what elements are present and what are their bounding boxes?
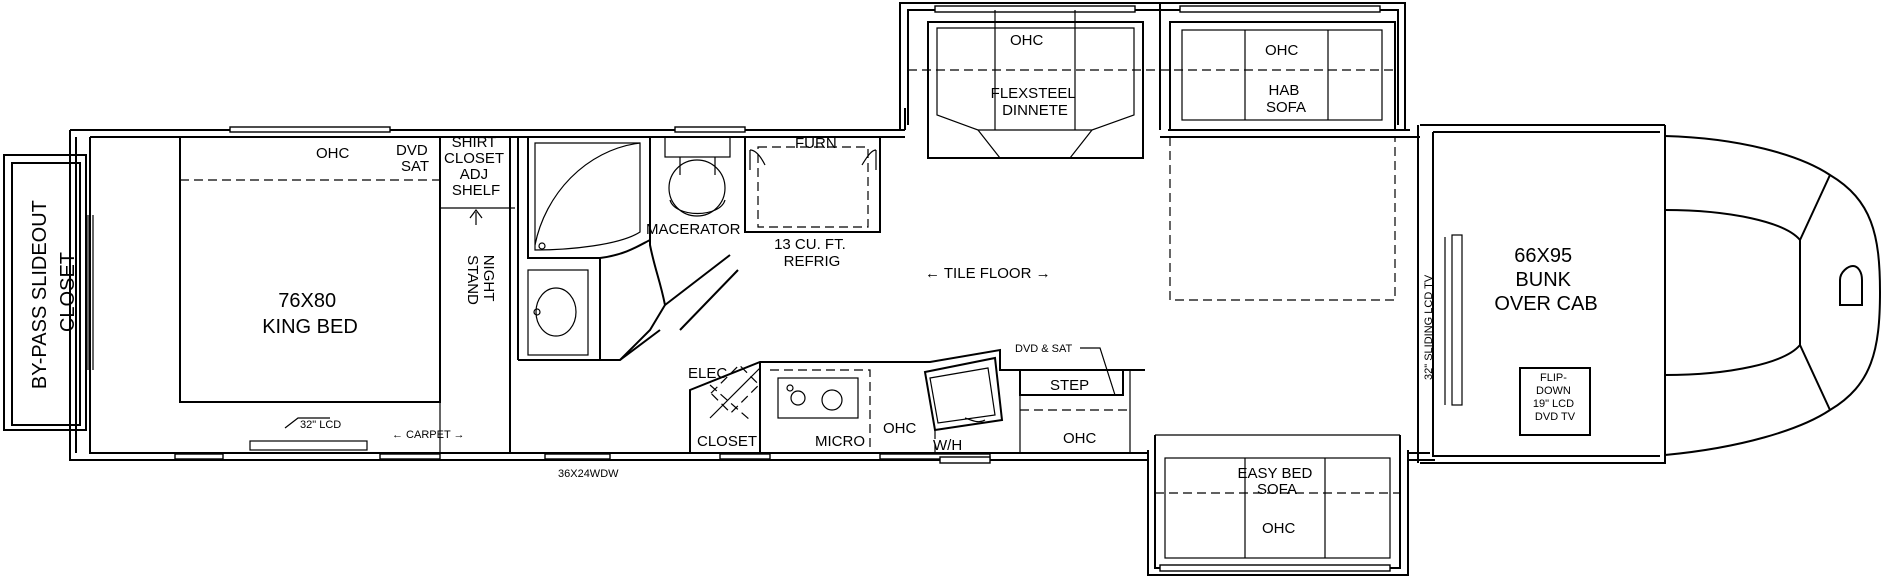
flexsteel-dinnete-label: FLEXSTEEL DINNETE [991, 85, 1080, 119]
refrig-label: 13 CU. FT. REFRIG [774, 236, 850, 270]
kitchen-ohc-label: OHC [883, 420, 917, 437]
bottom-slideout: EASY BED SOFA OHC [1147, 434, 1409, 576]
cab-nose [1444, 135, 1882, 456]
shirt-closet-label: SHIRT CLOSET ADJ SHELF [444, 134, 508, 199]
carpet-label: ← CARPET → [392, 429, 465, 441]
micro-label: MICRO [815, 433, 865, 450]
bypass-slideout: BY-PASS SLIDEOUT CLOSET [3, 137, 94, 453]
dvd-sat-label: DVD SAT [396, 142, 432, 175]
king-bed-label: 76X80 KING BED [262, 290, 358, 338]
night-stand-label: NIGHT STAND [464, 255, 497, 306]
top-slideout: OHC FLEXSTEEL DINNETE OHC HAB SOFA [899, 2, 1406, 301]
dvd-sat-kitchen-label: DVD & SAT [1015, 343, 1073, 355]
ohc-easy-label: OHC [1262, 520, 1296, 537]
elec-label: ELEC [688, 365, 727, 382]
window-dim-label: 36X24WDW [558, 468, 619, 480]
bunk-area: 32" SLIDING LCD TV 66X95 BUNK OVER CAB F… [1423, 245, 1598, 436]
step-label: STEP [1050, 377, 1089, 394]
windows: 36X24WDW [174, 126, 991, 480]
closet-label: CLOSET [697, 433, 757, 450]
step-ohc-label: OHC [1063, 430, 1097, 447]
bunk-label: 66X95 BUNK OVER CAB [1494, 245, 1597, 315]
flip-down-tv-label: FLIP- DOWN 19" LCD DVD TV [1533, 372, 1577, 423]
ohc-dinnete-label: OHC [1010, 32, 1044, 49]
sliding-tv-label: 32" SLIDING LCD TV [1423, 274, 1435, 380]
bathroom: MACERATOR [518, 136, 741, 361]
furn-label: FURN [795, 135, 837, 152]
hab-sofa-label: HAB SOFA [1266, 82, 1306, 116]
bedroom-ohc-label: OHC [316, 145, 350, 162]
ohc-sofa-label: OHC [1265, 42, 1299, 59]
macerator-label: MACERATOR [646, 221, 741, 238]
bypass-closet-label: BY-PASS SLIDEOUT CLOSET [29, 195, 79, 389]
kitchen: ELEC CLOSET MICRO OHC W/H DVD & SAT STEP… [688, 343, 1145, 454]
furnace-refrig: FURN 13 CU. FT. REFRIG [744, 135, 881, 270]
easy-bed-sofa-label: EASY BED SOFA [1238, 465, 1317, 498]
lcd-32-label: 32" LCD [300, 419, 341, 431]
wh-label: W/H [933, 437, 962, 454]
tile-floor-label: ← TILE FLOOR → [925, 265, 1051, 282]
bedroom: OHC DVD SAT SHIRT CLOSET ADJ SHELF NIGHT… [179, 134, 519, 453]
